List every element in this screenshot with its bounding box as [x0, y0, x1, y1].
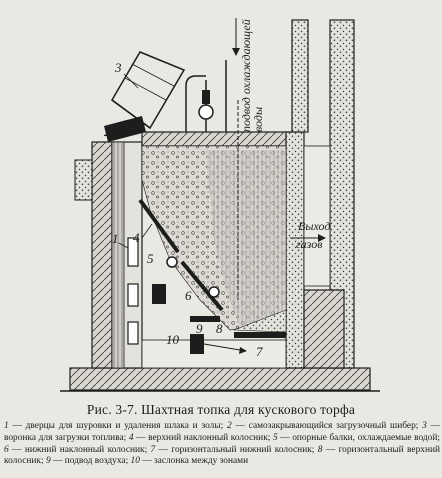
ash-pile [233, 309, 287, 333]
cooling-pipe-loop [185, 75, 206, 132]
lower-inclined-grate [180, 260, 224, 312]
legend-item: 3 — воронка для загрузки топлива; [4, 421, 441, 443]
door-1-bottom [127, 321, 139, 345]
label-4: 4 [133, 230, 140, 245]
legend-item: 5 — опорные балки, охлаждаемые водой; [272, 432, 440, 443]
label-7: 7 [256, 344, 263, 359]
legend-item: 7 — горизонтальный нижний колосник; [150, 444, 318, 455]
loading-gate [104, 116, 146, 142]
label-10: 10 [166, 332, 180, 347]
zone-damper [190, 334, 204, 354]
figure-legend: 1 — дверцы для шуровки и удаления шлака … [4, 421, 440, 468]
legend-item: 4 — верхний наклонный колосник; [128, 432, 273, 443]
air-inlet-block [152, 284, 166, 304]
right-base-block [303, 289, 345, 369]
gas-flow-arrowhead [318, 234, 326, 242]
furnace-roof [141, 131, 293, 147]
valve-stem [202, 90, 210, 104]
leader-1 [118, 242, 129, 249]
legend-item: 6 — нижний наклонный колосник; [4, 444, 151, 455]
horizontal-lower-grate [234, 332, 286, 338]
door-1-middle [127, 283, 139, 307]
label-1: 1 [112, 231, 119, 246]
hopper-grid-b [131, 63, 175, 87]
air-flow-arrowhead [239, 347, 247, 354]
leader-4 [141, 223, 153, 239]
air-flow-arrow [203, 343, 241, 351]
loading-shaft-lining [111, 141, 125, 369]
combustion-zone [206, 150, 286, 328]
foundation-slab [69, 367, 371, 391]
gas-outlet-label-line1: Выход [298, 219, 330, 233]
support-beam-upper [166, 256, 178, 268]
label-5: 5 [147, 251, 154, 266]
legend-item: 9 — подвод воздуха; [45, 456, 131, 467]
chimney-wall [291, 19, 309, 133]
legend-item: 1 — дверцы для шуровки и удаления шлака … [4, 421, 228, 431]
water-arrowhead [232, 48, 240, 56]
left-outer-insulation [74, 159, 93, 201]
figure-caption: Рис. 3-7. Шахтная топка для кускового то… [86, 402, 356, 417]
horizontal-upper-grate [190, 316, 220, 322]
furnace-diagram: 3 2 1 4 5 6 9 8 10 7 Выход газов подвод … [60, 18, 380, 392]
leader-2 [113, 126, 125, 132]
water-supply-label-line2: воды [251, 107, 265, 132]
left-outer-wall [91, 141, 113, 369]
label-8: 8 [216, 321, 223, 336]
door-1-top [127, 237, 139, 267]
leader-3 [123, 73, 139, 89]
legend-item: 2 — самозакрывающийся загрузочный шибер; [227, 421, 423, 431]
label-2: 2 [104, 124, 111, 139]
label-9: 9 [196, 321, 203, 336]
ash-pit [141, 339, 287, 369]
label-3: 3 [114, 60, 122, 75]
gas-outlet-channel [303, 145, 331, 287]
label-6: 6 [185, 288, 192, 303]
valve-body [198, 104, 214, 120]
gas-outlet-label-line2: газов [296, 237, 322, 251]
upper-inclined-grate [138, 198, 180, 254]
legend-item: 10 — заслонка между зонами [130, 456, 249, 467]
water-supply-label-line1: подвод охлаждающей [239, 19, 253, 132]
support-beam-lower [208, 286, 220, 298]
legend-item: 8 — горизонтальный верхний колосник; [4, 444, 440, 467]
